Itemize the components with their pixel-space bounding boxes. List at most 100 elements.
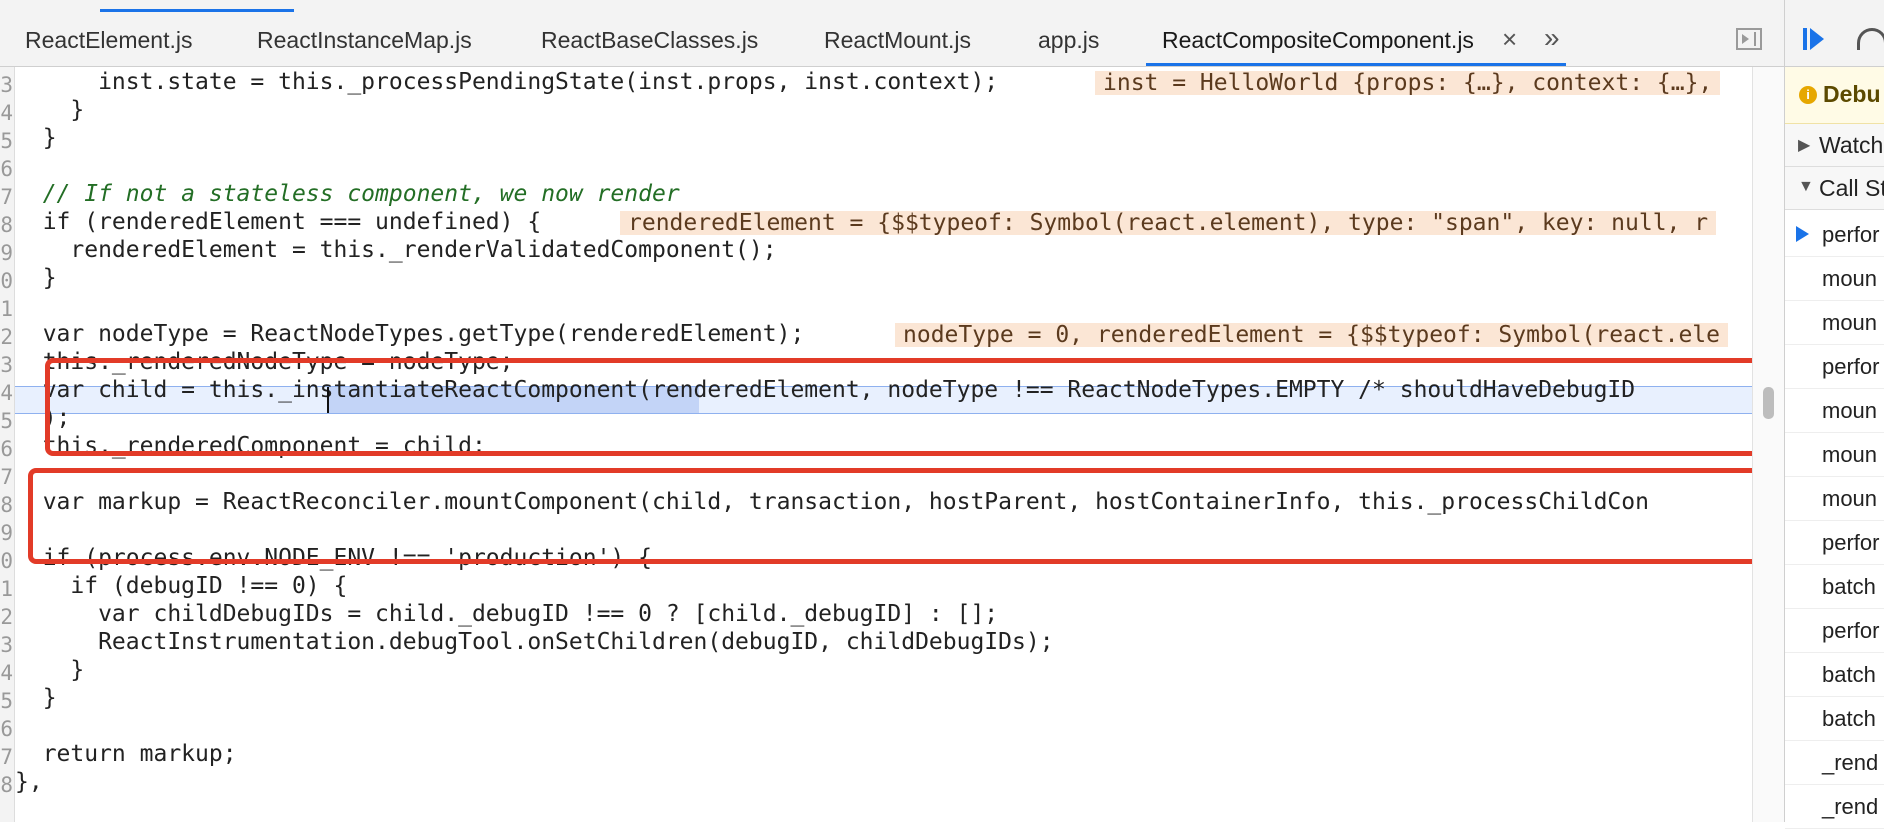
code-editor[interactable]: inst.state = this._processPendingState(i… xyxy=(15,67,1752,822)
code-line: if (process.env.NODE_ENV !== 'production… xyxy=(15,544,1752,572)
line-number[interactable]: 7 xyxy=(0,745,13,769)
call-frame[interactable]: moun xyxy=(1785,432,1884,477)
code-text: }, xyxy=(15,769,43,795)
call-frame-label: moun xyxy=(1822,486,1878,511)
line-number[interactable]: 8 xyxy=(0,213,13,237)
line-number[interactable]: 0 xyxy=(0,549,13,573)
code-line: return markup; xyxy=(15,740,1752,768)
close-tab-icon[interactable]: × xyxy=(1502,24,1518,54)
line-number[interactable]: 4 xyxy=(0,381,13,405)
section-watch[interactable]: ▶ Watch xyxy=(1785,124,1884,167)
line-number[interactable]: 6 xyxy=(0,717,13,741)
section-call-stack[interactable]: ▼ Call St xyxy=(1785,167,1884,210)
line-number[interactable]: 8 xyxy=(0,773,13,797)
line-number[interactable]: 4 xyxy=(0,661,13,685)
code-text: } xyxy=(15,125,57,151)
call-frame[interactable]: batch xyxy=(1785,652,1884,697)
code-line: inst.state = this._processPendingState(i… xyxy=(15,68,1752,96)
call-frame-label: perfor xyxy=(1822,222,1880,247)
info-icon: i xyxy=(1799,86,1817,104)
call-frame[interactable]: moun xyxy=(1785,300,1884,345)
more-tabs-icon[interactable]: » xyxy=(1544,22,1560,53)
vertical-scrollbar[interactable] xyxy=(1752,67,1785,822)
step-over-icon[interactable] xyxy=(1857,28,1884,50)
line-number[interactable]: 6 xyxy=(0,157,13,181)
code-line: renderedElement = this._renderValidatedC… xyxy=(15,236,1752,264)
line-number[interactable]: 7 xyxy=(0,465,13,489)
code-text: // If not a stateless component, we now … xyxy=(15,181,680,207)
line-number[interactable]: 3 xyxy=(0,353,13,377)
code-line: if (debugID !== 0) { xyxy=(15,572,1752,600)
line-number-gutter: 3 4 5 6 7 8 9 0 1 2 3 4 5 6 7 8 9 0 1 2 … xyxy=(0,67,15,822)
code-text: renderedElement = this._renderValidatedC… xyxy=(15,237,777,263)
call-frame[interactable]: batch xyxy=(1785,696,1884,741)
code-text: if (renderedElement === undefined) { xyxy=(15,209,542,235)
call-frame-label: batch xyxy=(1822,662,1876,687)
code-line: } xyxy=(15,264,1752,292)
paused-label: Debu xyxy=(1823,81,1881,107)
line-number[interactable]: 1 xyxy=(0,297,13,321)
debugger-toolbar xyxy=(1785,0,1884,67)
line-number[interactable]: 3 xyxy=(0,633,13,657)
line-number[interactable]: 7 xyxy=(0,185,13,209)
code-text: var nodeType = ReactNodeTypes.getType(re… xyxy=(15,321,805,347)
inline-value: inst = HelloWorld {props: {…}, context: … xyxy=(1095,71,1721,95)
code-line: var markup = ReactReconciler.mountCompon… xyxy=(15,488,1752,516)
call-frame[interactable]: _rend xyxy=(1785,784,1884,829)
inline-value: nodeType = 0, renderedElement = {$$typeo… xyxy=(895,323,1728,347)
line-number[interactable]: 9 xyxy=(0,521,13,545)
line-number[interactable]: 4 xyxy=(0,101,13,125)
line-number[interactable]: 9 xyxy=(0,241,13,265)
line-number[interactable]: 6 xyxy=(0,437,13,461)
tab-react-mount[interactable]: ReactMount.js xyxy=(824,27,972,53)
scrollbar-thumb[interactable] xyxy=(1763,387,1774,419)
expanded-arrow-icon: ▼ xyxy=(1798,178,1814,195)
collapsed-arrow-icon: ▶ xyxy=(1798,137,1811,154)
line-number[interactable]: 5 xyxy=(0,689,13,713)
toggle-sidebar-icon[interactable] xyxy=(1736,28,1762,50)
annotation-box-mount xyxy=(28,468,1814,564)
section-label: Watch xyxy=(1819,132,1884,158)
tab-progress-indicator xyxy=(100,9,294,12)
code-line: var nodeType = ReactNodeTypes.getType(re… xyxy=(15,320,1752,348)
annotation-box-instantiate xyxy=(45,358,1787,456)
paused-banner: i Debu xyxy=(1785,67,1884,124)
call-frame[interactable]: perfor xyxy=(1785,520,1884,565)
line-number[interactable]: 2 xyxy=(0,325,13,349)
code-line: } xyxy=(15,96,1752,124)
code-text: var childDebugIDs = child._debugID !== 0… xyxy=(15,601,999,627)
line-number[interactable]: 1 xyxy=(0,577,13,601)
call-frame[interactable]: moun xyxy=(1785,256,1884,301)
paused-execution-line xyxy=(15,386,1752,414)
code-line: } xyxy=(15,684,1752,712)
tab-react-base-classes[interactable]: ReactBaseClasses.js xyxy=(541,27,759,53)
line-number[interactable]: 2 xyxy=(0,605,13,629)
current-frame-icon xyxy=(1796,226,1809,242)
call-frame[interactable]: perfor xyxy=(1785,212,1884,257)
code-text: } xyxy=(15,265,57,291)
call-frame[interactable]: _rend xyxy=(1785,740,1884,785)
call-frame[interactable]: moun xyxy=(1785,388,1884,433)
call-frame[interactable]: moun xyxy=(1785,476,1884,521)
line-number[interactable]: 5 xyxy=(0,409,13,433)
tab-react-instance-map[interactable]: ReactInstanceMap.js xyxy=(257,27,472,53)
call-frame[interactable]: perfor xyxy=(1785,608,1884,653)
tab-react-composite-component[interactable]: ReactCompositeComponent.js xyxy=(1162,27,1474,53)
call-frame-label: moun xyxy=(1822,310,1878,335)
line-number[interactable]: 3 xyxy=(0,73,13,97)
call-frame[interactable]: batch xyxy=(1785,564,1884,609)
call-frame-label: _rend xyxy=(1822,750,1879,775)
code-line: ReactInstrumentation.debugTool.onSetChil… xyxy=(15,628,1752,656)
call-frame[interactable]: perfor xyxy=(1785,344,1884,389)
code-line: }, xyxy=(15,768,1752,796)
code-comment: // If not a stateless component, we now … xyxy=(15,180,1752,208)
code-text: var markup = ReactReconciler.mountCompon… xyxy=(15,489,1649,515)
line-number[interactable]: 0 xyxy=(0,269,13,293)
call-frame-label: batch xyxy=(1822,706,1876,731)
call-frame-label: batch xyxy=(1822,574,1876,599)
line-number[interactable]: 5 xyxy=(0,129,13,153)
line-number[interactable]: 8 xyxy=(0,493,13,517)
tab-app[interactable]: app.js xyxy=(1038,27,1100,53)
tab-react-element[interactable]: ReactElement.js xyxy=(25,27,193,53)
